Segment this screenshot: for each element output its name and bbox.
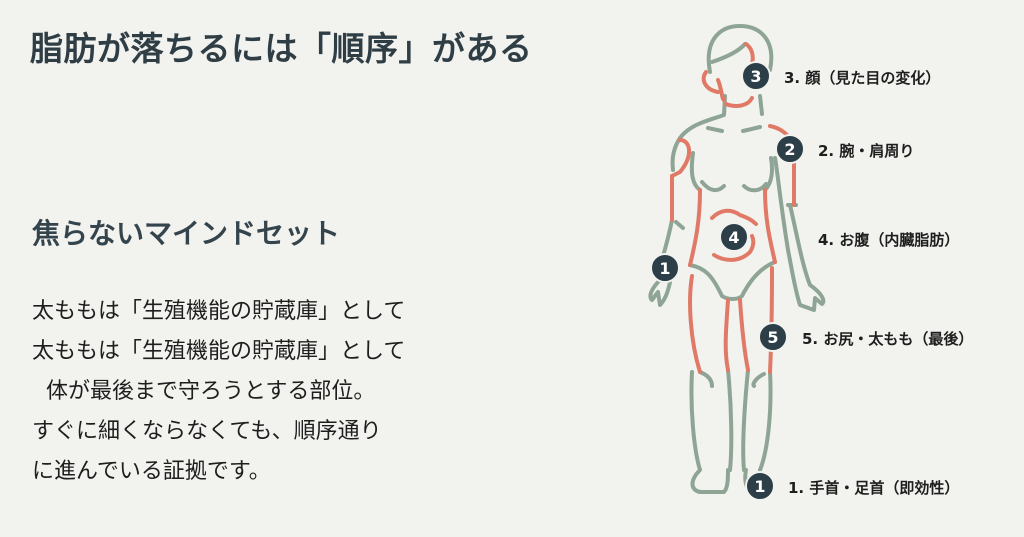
fat-regions: [670, 42, 796, 374]
body-line: 太ももは「生殖機能の貯蔵庫」として: [32, 339, 406, 364]
body-line: 体が最後まで守ろうとする部位。: [32, 379, 376, 404]
label-face: 3. 顔（見た目の変化）: [784, 69, 941, 87]
badge-number: 4: [728, 228, 739, 247]
badge-arms: 2: [775, 134, 805, 164]
badge-number: 3: [750, 67, 761, 86]
label-ankle: 1. 手首・足首（即効性）: [788, 479, 960, 497]
section-heading: 焦らないマインドセット: [32, 217, 341, 250]
badge-face: 3: [741, 61, 771, 91]
badge-thigh: 5: [758, 322, 788, 352]
label-arms: 2. 腕・肩周り: [818, 142, 915, 160]
body-line: に進んでいる証拠です。: [32, 459, 271, 484]
badge-number: 5: [767, 328, 778, 347]
body-paragraph: 太ももは「生殖機能の貯蔵庫」として 太ももは「生殖機能の貯蔵庫」として 体が最後…: [32, 292, 405, 492]
label-belly: 4. お腹（内臓脂肪）: [818, 231, 960, 249]
body-line: 太ももは「生殖機能の貯蔵庫」として: [32, 299, 406, 324]
label-thigh: 5. お尻・太もも（最後）: [802, 330, 974, 348]
badge-number: 1: [659, 259, 670, 278]
badge-belly: 4: [719, 222, 749, 252]
page-title: 脂肪が落ちるには「順序」がある: [30, 29, 533, 68]
badge-ankle: 1: [745, 471, 775, 501]
badge-wrist: 1: [650, 253, 680, 283]
badge-number: 2: [784, 140, 795, 159]
body-line: すぐに細くならなくても、順序通り: [32, 419, 382, 444]
badge-number: 1: [754, 477, 765, 496]
